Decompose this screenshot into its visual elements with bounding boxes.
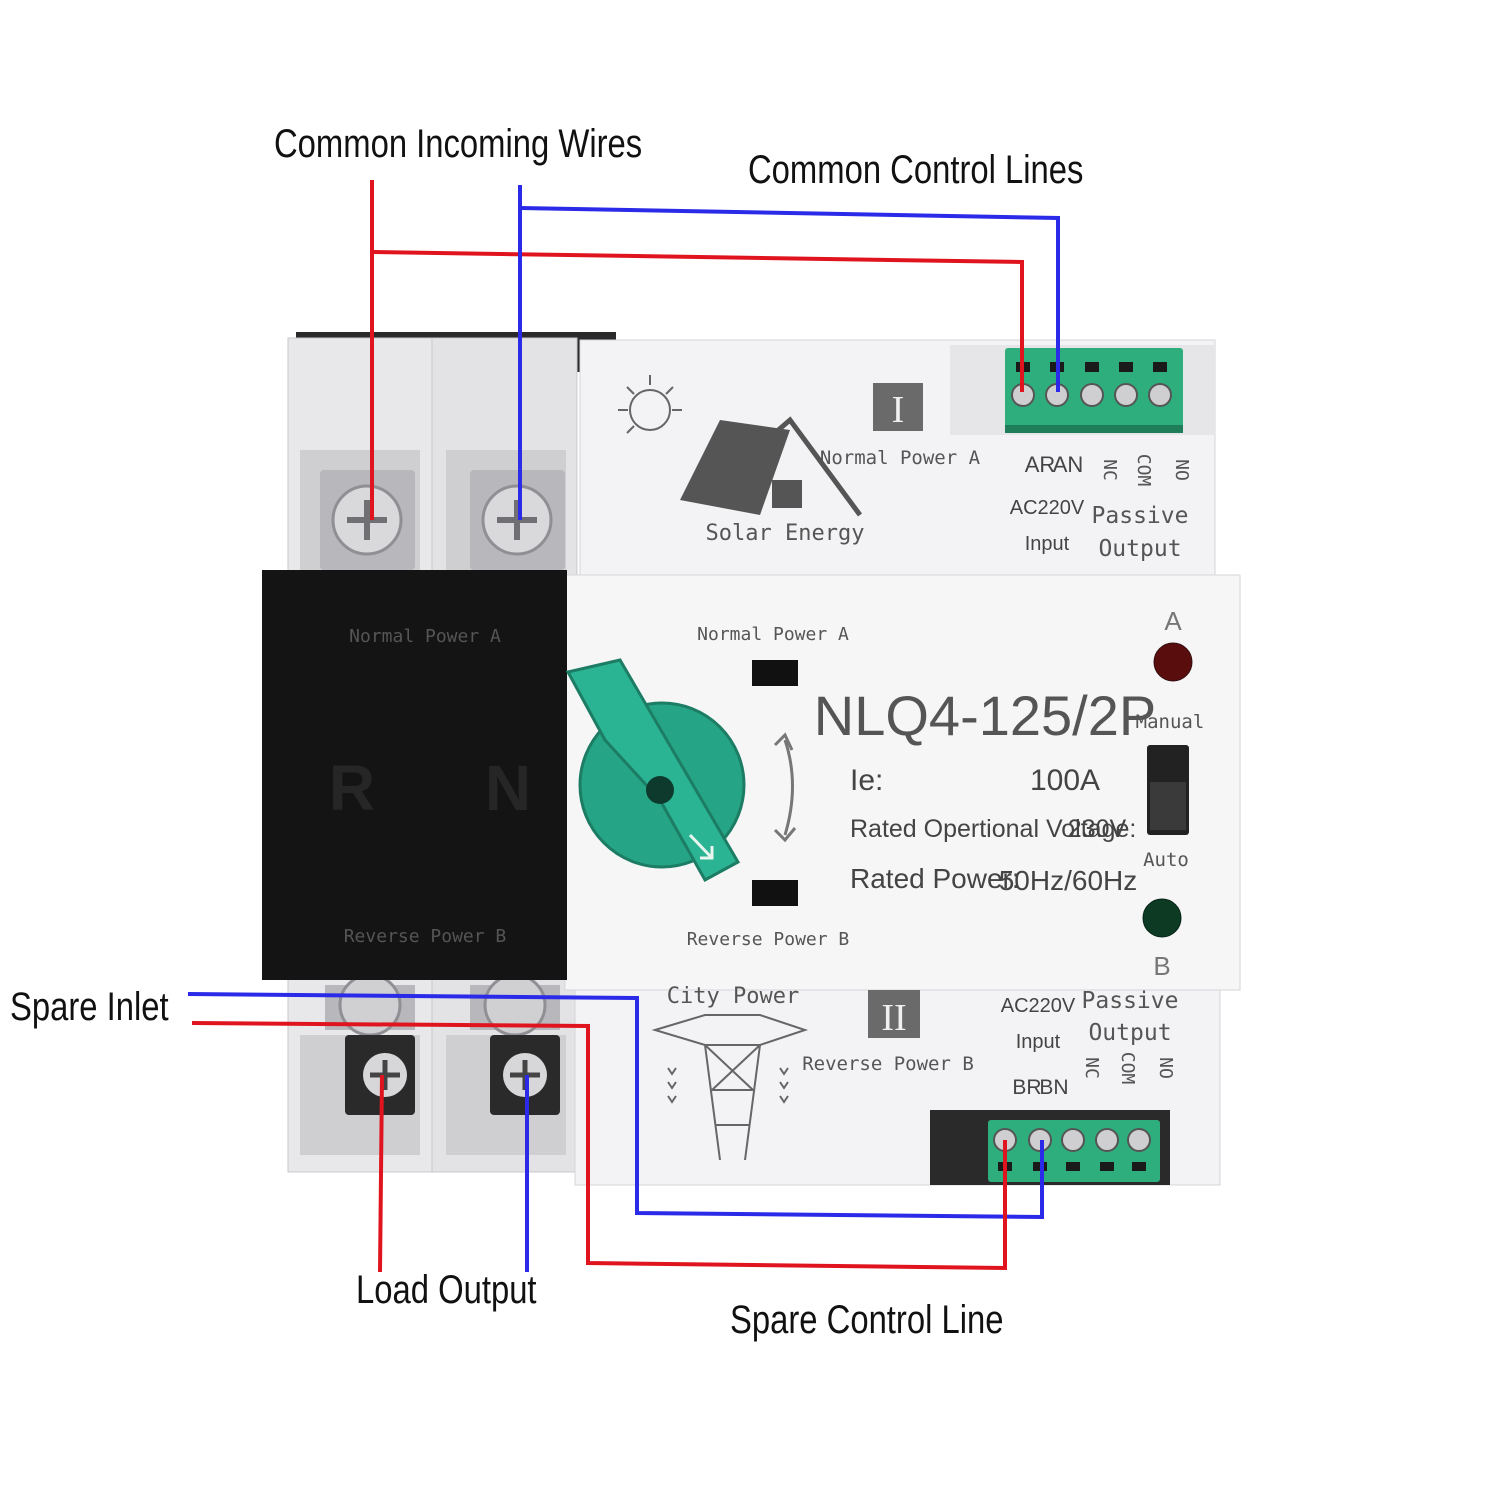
spare-control-line-callout: Spare Control Line	[730, 1298, 1004, 1342]
window-indicator-bottom	[752, 880, 798, 906]
manual-auto-toggle[interactable]	[1147, 745, 1189, 835]
common-control-neutral-wire	[519, 206, 1060, 392]
roman-numeral-i-badge: I	[873, 383, 923, 431]
screw-icon	[470, 470, 565, 570]
screw-icon	[470, 973, 560, 1115]
red-led-icon	[1153, 642, 1193, 682]
load-output-callout: Load Output	[356, 1268, 537, 1312]
selector-knob-icon[interactable]	[565, 658, 746, 883]
black-terminal-cover: Normal Power A R N Reverse Power B	[262, 570, 567, 980]
screw-icon	[320, 470, 415, 570]
screw-terminals	[320, 470, 565, 1115]
rotate-arrow-icon	[773, 732, 797, 843]
roman-numeral-ii-badge: II	[868, 990, 920, 1039]
load-live-wire	[378, 1074, 384, 1273]
spare-inlet-callout: Spare Inlet	[10, 985, 169, 1029]
spare-live-wire	[191, 1021, 1007, 1271]
window-indicator-top	[752, 660, 798, 686]
spare-neutral-wire	[187, 992, 1044, 1220]
green-led-icon	[1142, 898, 1182, 938]
bottom-terminal-block	[988, 1120, 1160, 1182]
power-tower-icon	[651, 1014, 809, 1161]
common-control-live-wire	[371, 250, 1024, 392]
screw-icon	[325, 973, 415, 1115]
common-control-lines-callout: Common Control Lines	[748, 148, 1084, 192]
top-terminal-block	[1005, 348, 1183, 433]
common-incoming-wires-callout: Common Incoming Wires	[274, 122, 643, 166]
wiring-lines	[187, 180, 1060, 1273]
